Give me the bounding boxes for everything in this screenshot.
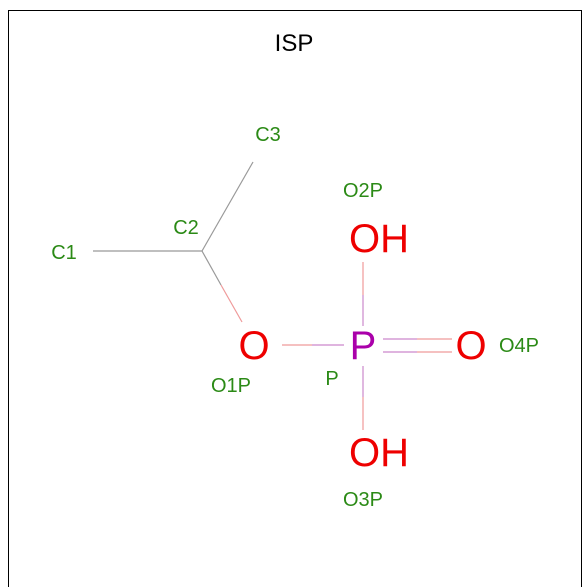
label-o4p: O4P — [499, 335, 539, 357]
diagram-title: ISP — [275, 30, 314, 57]
atom-o4: O — [455, 324, 486, 368]
label-o1p: O1P — [211, 375, 251, 397]
label-c3: C3 — [255, 124, 281, 146]
atom-o1: O — [238, 324, 269, 368]
bond-c2-o1-carbon-half — [201, 250, 222, 286]
atom-oh-top: OH — [349, 217, 409, 261]
diagram-frame — [8, 10, 582, 587]
label-p: P — [325, 368, 338, 390]
bond-c2-o1-oxygen-half — [220, 284, 243, 323]
label-o2p: O2P — [343, 180, 383, 202]
atom-p: P — [350, 324, 377, 368]
bonds — [93, 161, 452, 430]
bond-c2-c3 — [201, 161, 254, 252]
label-c2: C2 — [173, 217, 199, 239]
label-c1: C1 — [51, 242, 77, 264]
label-o3p: O3P — [343, 489, 383, 511]
atom-oh-bottom: OH — [349, 431, 409, 475]
